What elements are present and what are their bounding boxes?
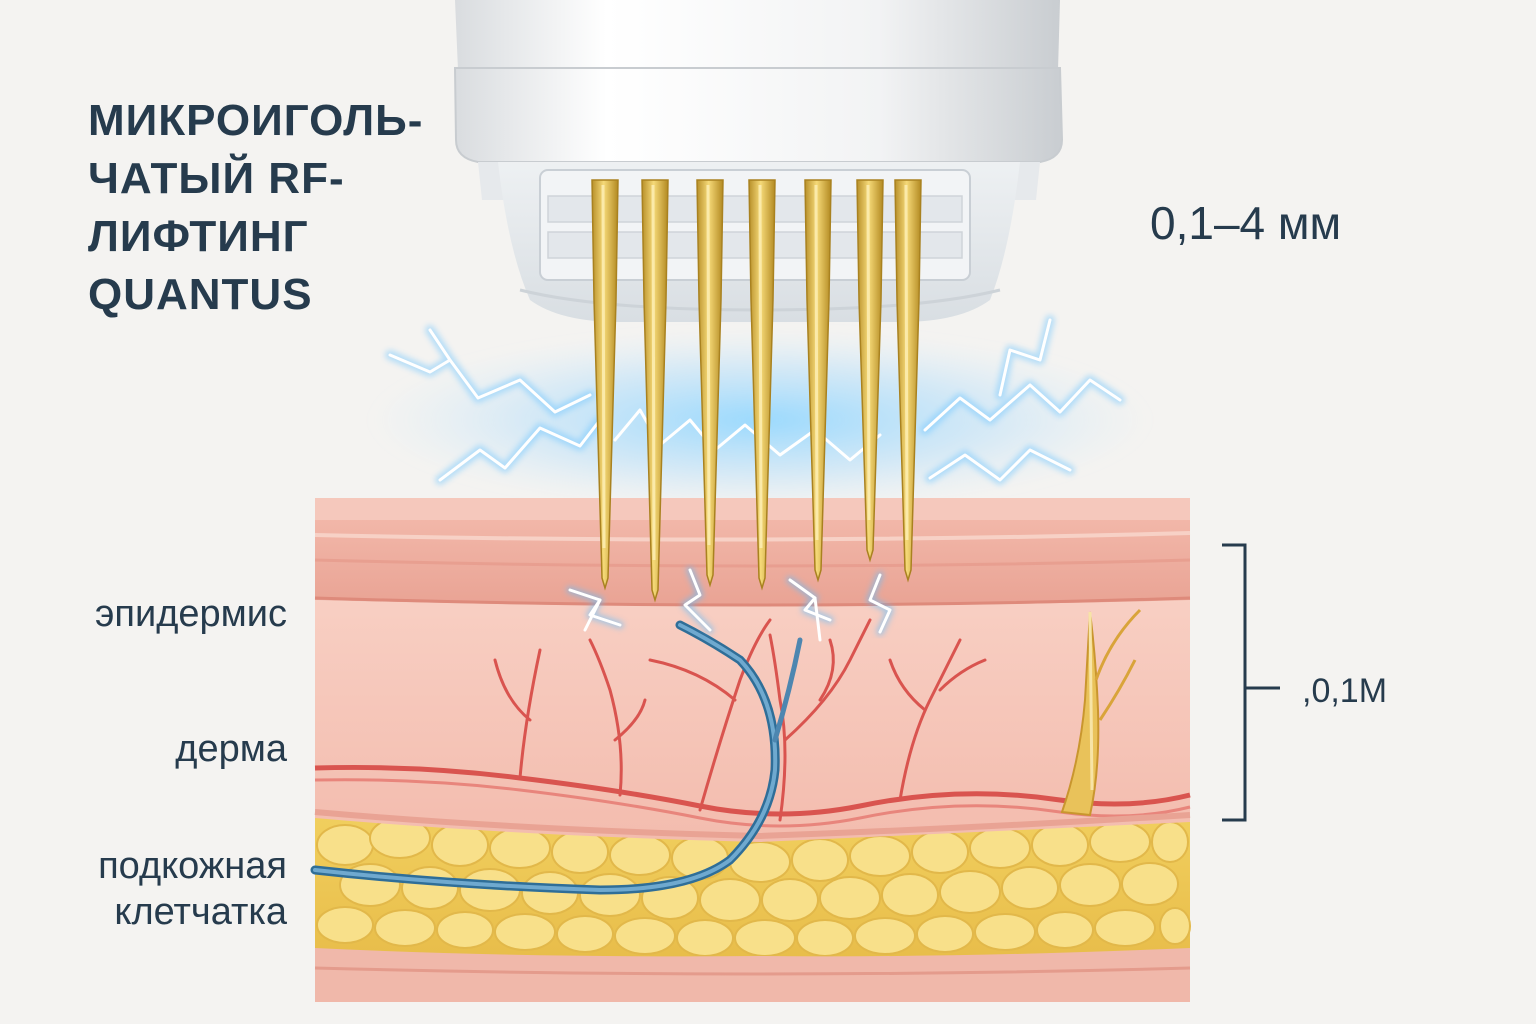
label-hypodermis-line-2: клетчатка [114, 891, 287, 933]
label-hypodermis-line-1: подкожная [98, 845, 287, 887]
depth-scale-label: ,0,1М [1302, 672, 1388, 710]
microneedle-array [591, 179, 922, 603]
needle-depth-range: 0,1–4 мм [1150, 197, 1342, 249]
title-line-4: QUANTUS [88, 270, 313, 319]
microneedle-highlight [758, 184, 763, 549]
microneedle-highlight [866, 184, 871, 521]
microneedle-highlight [651, 184, 656, 561]
microneedle-highlight [706, 184, 711, 546]
title-line-1: МИКРОИГОЛЬ- [88, 96, 424, 145]
depth-scale-bracket [1222, 543, 1280, 822]
lightning-bolts [385, 315, 1125, 485]
label-dermis: дерма [175, 728, 287, 770]
hair-follicle [1060, 608, 1142, 817]
tip-sparks [566, 566, 894, 642]
title-line-3: ЛИФТИНГ [88, 212, 309, 261]
microneedle-highlight [601, 184, 606, 549]
page-title: МИКРОИГОЛЬ- ЧАТЫЙ RF- ЛИФТИНГ QUANTUS [88, 92, 423, 324]
fat-cells [316, 817, 1191, 957]
label-hypodermis: подкожная клетчатка [55, 843, 287, 935]
label-epidermis: эпидермис [95, 593, 287, 635]
title-line-2: ЧАТЫЙ RF- [88, 154, 345, 203]
microneedle-highlight [814, 184, 819, 541]
microneedle-highlight [904, 184, 909, 541]
skin-cross-section [310, 498, 1191, 1002]
capillaries [493, 618, 987, 822]
